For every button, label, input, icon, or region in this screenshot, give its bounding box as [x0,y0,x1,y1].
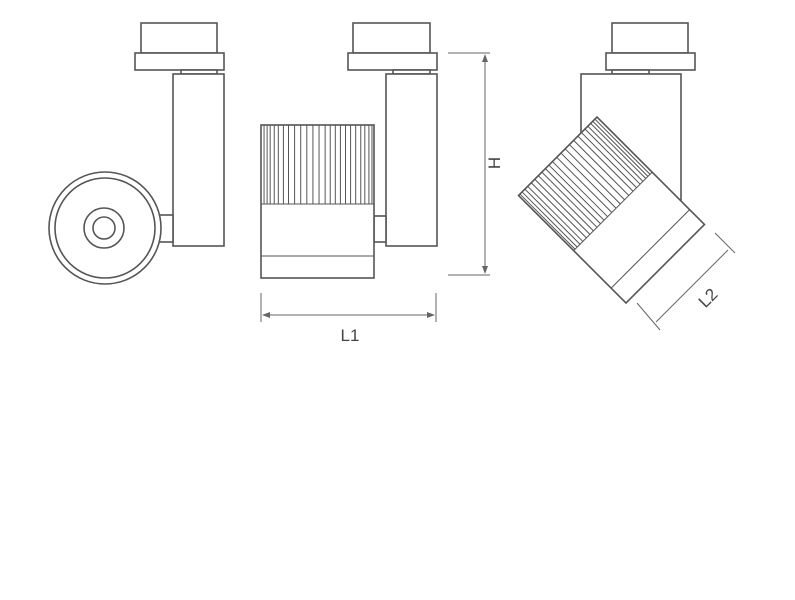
length2-label: L2 [695,285,722,312]
height-label: H [485,157,504,169]
fin-line [556,156,613,213]
length1-dimension: L1 [260,293,437,345]
fin-line [530,182,587,239]
fin-line [524,188,581,245]
track-adapter [140,22,218,54]
fin-line [552,161,608,218]
heat-sink-fins [519,118,651,250]
fin-line [545,168,601,225]
fin-line [584,128,641,185]
adapter-flange [605,52,696,71]
fin-line [569,144,625,201]
arm [172,73,225,247]
fin-line [573,139,630,196]
fin-line [534,178,591,235]
fin-line [537,175,594,232]
adapter-flange [347,52,438,71]
fin-line [577,135,634,192]
fin-line [594,118,651,175]
front-view [48,22,225,285]
tilted-view [517,22,706,305]
heat-sink-fins [263,125,373,204]
lamp-head [260,124,375,279]
fin-line [541,171,598,228]
front-band [610,209,690,289]
pivot [373,215,387,243]
fin-line [560,152,617,209]
length1-label: L1 [341,326,360,345]
lamp-head [517,115,706,305]
fin-line [521,191,578,248]
fin-line [564,148,621,205]
lens [92,216,116,240]
fin-line [548,164,605,221]
fin-line [592,120,649,177]
adapter-flange [134,52,225,71]
fin-line [527,185,584,242]
fin-line [519,193,576,250]
arm [385,73,438,247]
fin-line [581,132,637,189]
track-adapter [611,22,689,54]
fin-line [590,123,647,179]
height-dimension: H [448,52,504,276]
fin-line [587,125,644,182]
fin-boundary [573,171,653,251]
track-adapter [352,22,431,54]
side-view [260,22,438,279]
